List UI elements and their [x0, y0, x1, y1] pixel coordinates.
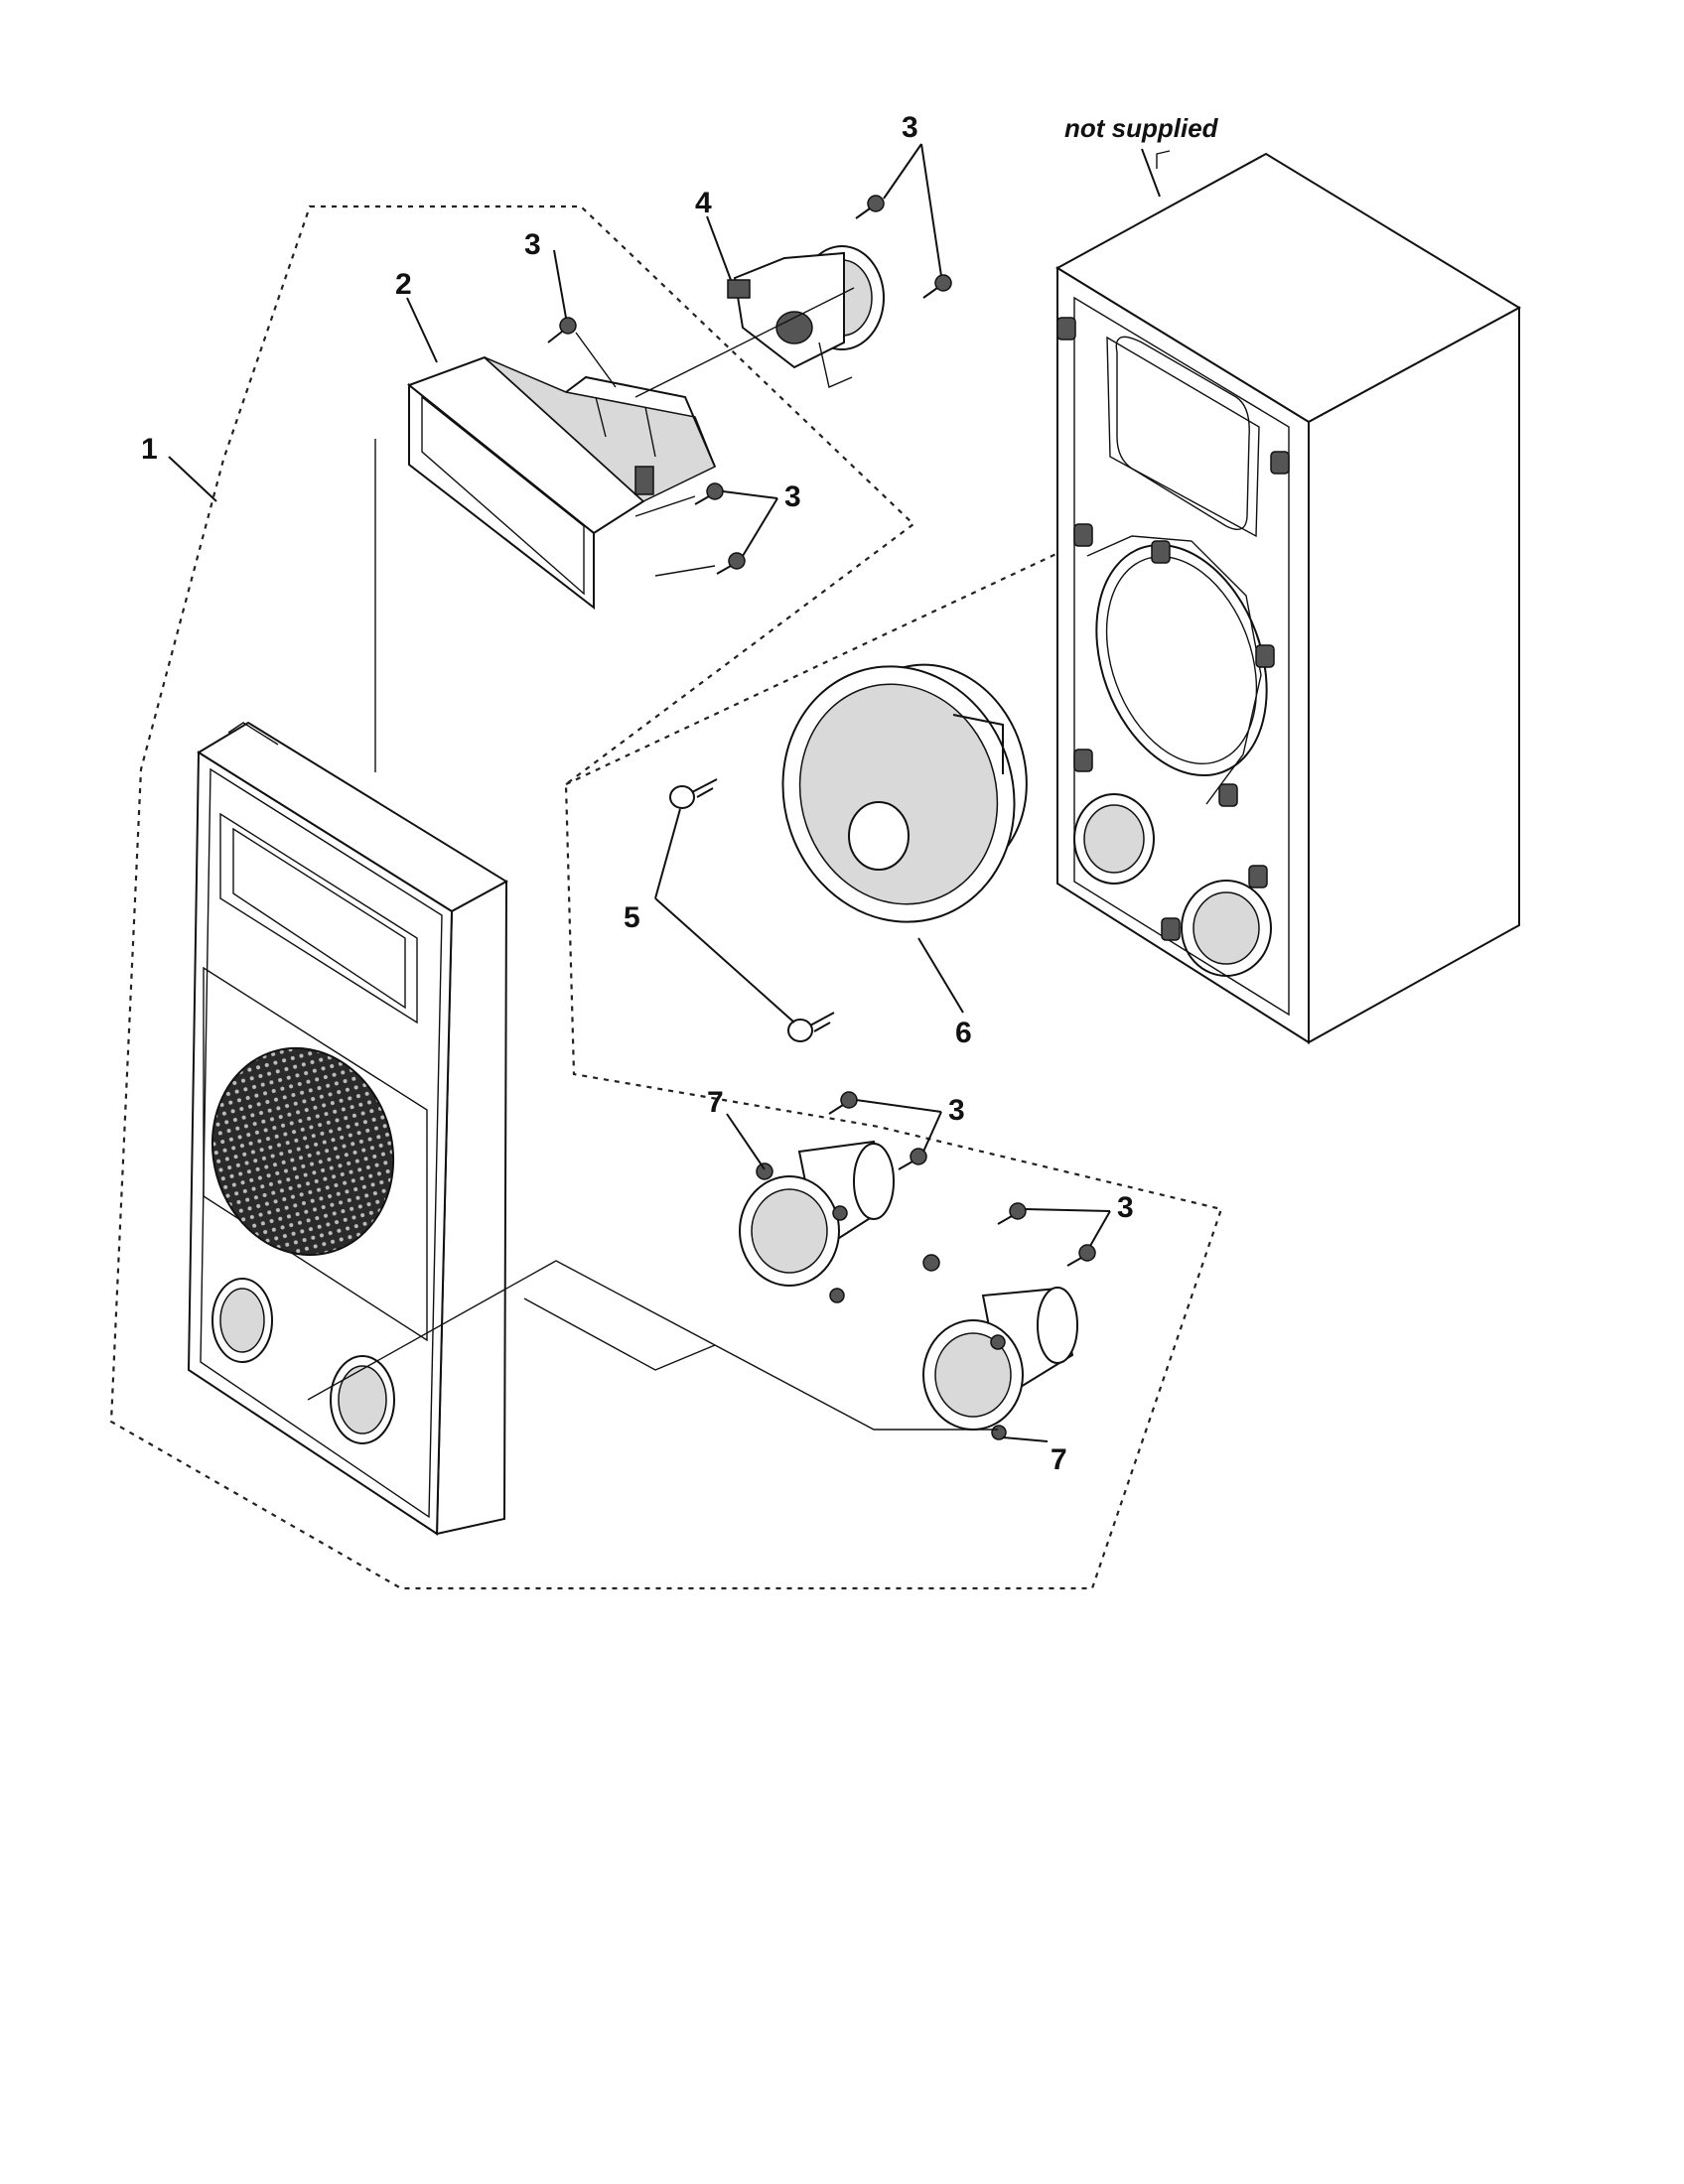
item-7-leader-lower: [1002, 1436, 1049, 1442]
callout-3-d: 3: [948, 1094, 965, 1127]
item-1-leader: [168, 456, 217, 502]
item-2-leader: [406, 297, 438, 363]
callout-6: 6: [955, 1017, 972, 1049]
callout-7-lower: 7: [1051, 1443, 1067, 1476]
callout-1: 1: [141, 433, 158, 466]
horn-screw-lines: [575, 332, 716, 577]
assembly-boundary: [109, 205, 1223, 1590]
callout-3-a: 3: [524, 228, 541, 261]
screw-shanks: [547, 207, 1082, 1267]
item-3-leader-d: [855, 1099, 942, 1153]
not-supplied-note: not supplied: [1064, 113, 1219, 143]
tweeter-driver: [727, 245, 885, 388]
front-baffle-panel: [187, 721, 508, 1536]
callout-5: 5: [624, 901, 640, 934]
item-3-leader-c: [722, 490, 778, 557]
item-3-leader-b: [883, 143, 942, 277]
item-3-leader-a: [553, 249, 567, 319]
item-4-leader: [706, 215, 732, 281]
callout-3-c: 3: [784, 480, 801, 513]
port-assembly-lines: [307, 1260, 998, 1431]
woofer-screws: [669, 778, 835, 1042]
horn-tweeter: [406, 355, 716, 611]
item-7-leader-upper: [726, 1113, 766, 1170]
callout-4: 4: [695, 187, 712, 219]
item-5-leader: [654, 808, 795, 1024]
port-tube-lower: [922, 1254, 1078, 1440]
callout-3-b: 3: [902, 111, 918, 144]
woofer-sub-boundary: [565, 543, 1078, 785]
callout-2: 2: [395, 268, 412, 301]
speaker-cabinet: [1055, 150, 1522, 1044]
screws-group: [559, 195, 1096, 1262]
note-leader: [1141, 148, 1161, 198]
callout-3-e: 3: [1117, 1191, 1134, 1224]
item-6-leader: [917, 937, 964, 1014]
woofer-driver: [781, 663, 1028, 923]
port-tube-upper: [739, 1140, 895, 1303]
driver-axis-line: [634, 287, 855, 398]
item-3-leader-e: [1024, 1208, 1111, 1247]
callout-7-upper: 7: [707, 1086, 724, 1119]
